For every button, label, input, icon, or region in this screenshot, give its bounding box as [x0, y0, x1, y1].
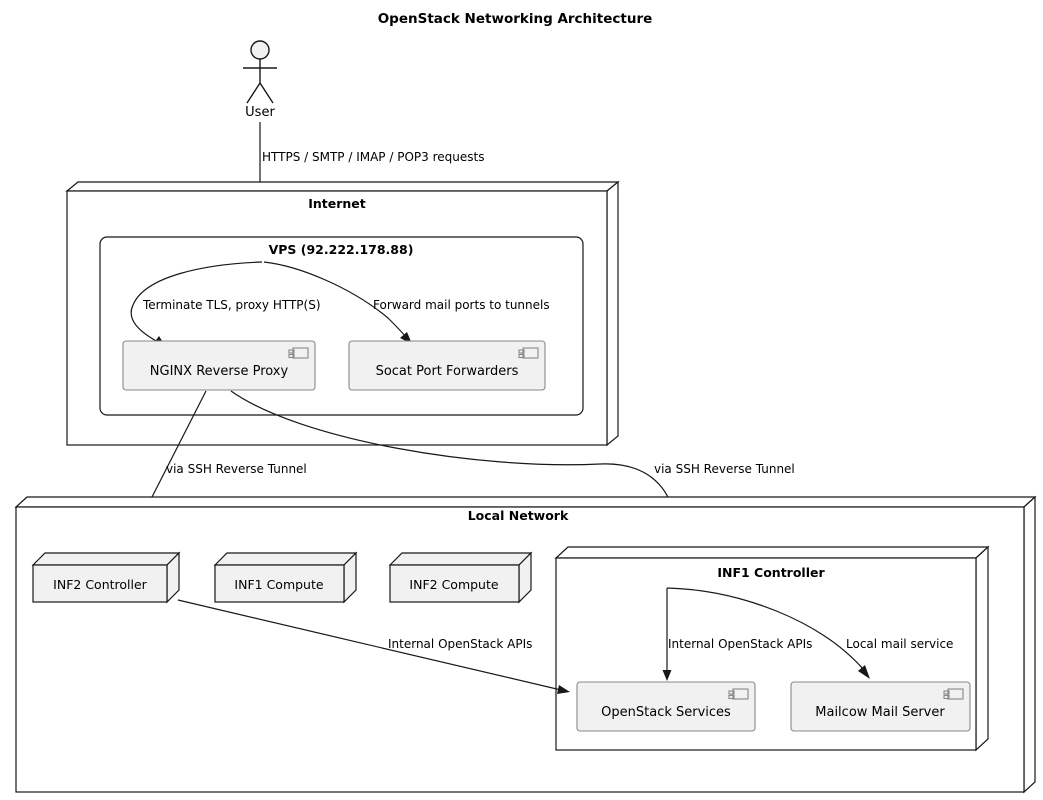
machine-label: INF1 Compute — [234, 577, 323, 592]
machine-top-face — [31, 552, 181, 566]
uml-component-icon — [728, 688, 749, 700]
node-inf1-right-face — [975, 545, 989, 752]
node-inf1-top-face — [554, 546, 990, 559]
edge-inf1-to-mailcow: Local mail service — [666, 587, 953, 679]
component-box — [576, 681, 756, 732]
edge-label-inf1-to-mailcow: Local mail service — [846, 637, 953, 651]
user-actor[interactable]: User — [243, 40, 277, 120]
actor-label: User — [245, 105, 275, 120]
node-internet-top-face — [65, 181, 620, 192]
diagram-title: OpenStack Networking Architecture — [378, 11, 653, 27]
arrowhead — [662, 670, 672, 681]
edge-inf2-controller-to-openstack-services: Internal OpenStack APIs — [177, 599, 570, 694]
component-openstack-services[interactable]: OpenStack Services — [576, 681, 756, 732]
node-local-network-top-face — [14, 496, 1037, 508]
node-inf2-compute[interactable]: INF2 Compute — [388, 551, 533, 604]
node-inf1-label: INF1 Controller — [717, 565, 825, 580]
component-box — [790, 681, 971, 732]
component-label: Socat Port Forwarders — [376, 364, 519, 379]
edge-label-socat-to-inf1: via SSH Reverse Tunnel — [654, 462, 795, 476]
machine-front-face — [214, 564, 345, 603]
component-label: OpenStack Services — [601, 705, 731, 720]
edge-inf1-to-openstack-services: Internal OpenStack APIs — [662, 588, 812, 681]
edge-line — [230, 390, 675, 516]
actor-legs-icon — [246, 82, 274, 104]
edge-label-inf1-to-openstack: Internal OpenStack APIs — [668, 637, 812, 651]
component-mailcow-mail-server[interactable]: Mailcow Mail Server — [790, 681, 971, 732]
machine-label: INF2 Controller — [53, 577, 148, 592]
component-box — [122, 340, 316, 391]
node-internet-label: Internet — [308, 196, 366, 211]
uml-component-icon — [518, 347, 539, 359]
node-inf2-controller[interactable]: INF2 Controller — [31, 551, 181, 604]
uml-component-icon — [288, 347, 309, 359]
machine-front-face — [389, 564, 520, 603]
machine-top-face — [213, 552, 358, 566]
edge-label-nginx-to-inf2: via SSH Reverse Tunnel — [166, 462, 307, 476]
edge-label-inf2-to-openstack: Internal OpenStack APIs — [388, 637, 532, 651]
actor-head-icon — [250, 40, 270, 60]
machine-front-face — [32, 564, 168, 603]
component-socat-port-forwarders[interactable]: Socat Port Forwarders — [348, 340, 546, 391]
node-inf1-compute[interactable]: INF1 Compute — [213, 551, 358, 604]
node-local-network-right-face — [1023, 495, 1036, 794]
edge-label-user-to-internet: HTTPS / SMTP / IMAP / POP3 requests — [262, 150, 484, 164]
machine-label: INF2 Compute — [409, 577, 498, 592]
edge-label-vps-to-nginx: Terminate TLS, proxy HTTP(S) — [142, 298, 321, 312]
edge-line — [666, 587, 865, 671]
component-label: Mailcow Mail Server — [815, 705, 945, 720]
component-box — [348, 340, 546, 391]
edge-line — [263, 261, 407, 338]
node-local-network-label: Local Network — [468, 508, 569, 523]
machine-top-face — [388, 552, 533, 566]
arrowhead — [557, 685, 570, 694]
edge-line — [177, 599, 562, 691]
component-nginx-reverse-proxy[interactable]: NGINX Reverse Proxy — [122, 340, 316, 391]
uml-component-icon — [943, 688, 964, 700]
component-label: NGINX Reverse Proxy — [150, 364, 289, 379]
edge-line — [130, 261, 263, 343]
node-vps-label: VPS (92.222.178.88) — [269, 242, 414, 257]
arrowhead — [858, 665, 870, 679]
node-internet-right-face — [606, 180, 619, 447]
edge-label-vps-to-socat: Forward mail ports to tunnels — [373, 298, 550, 312]
